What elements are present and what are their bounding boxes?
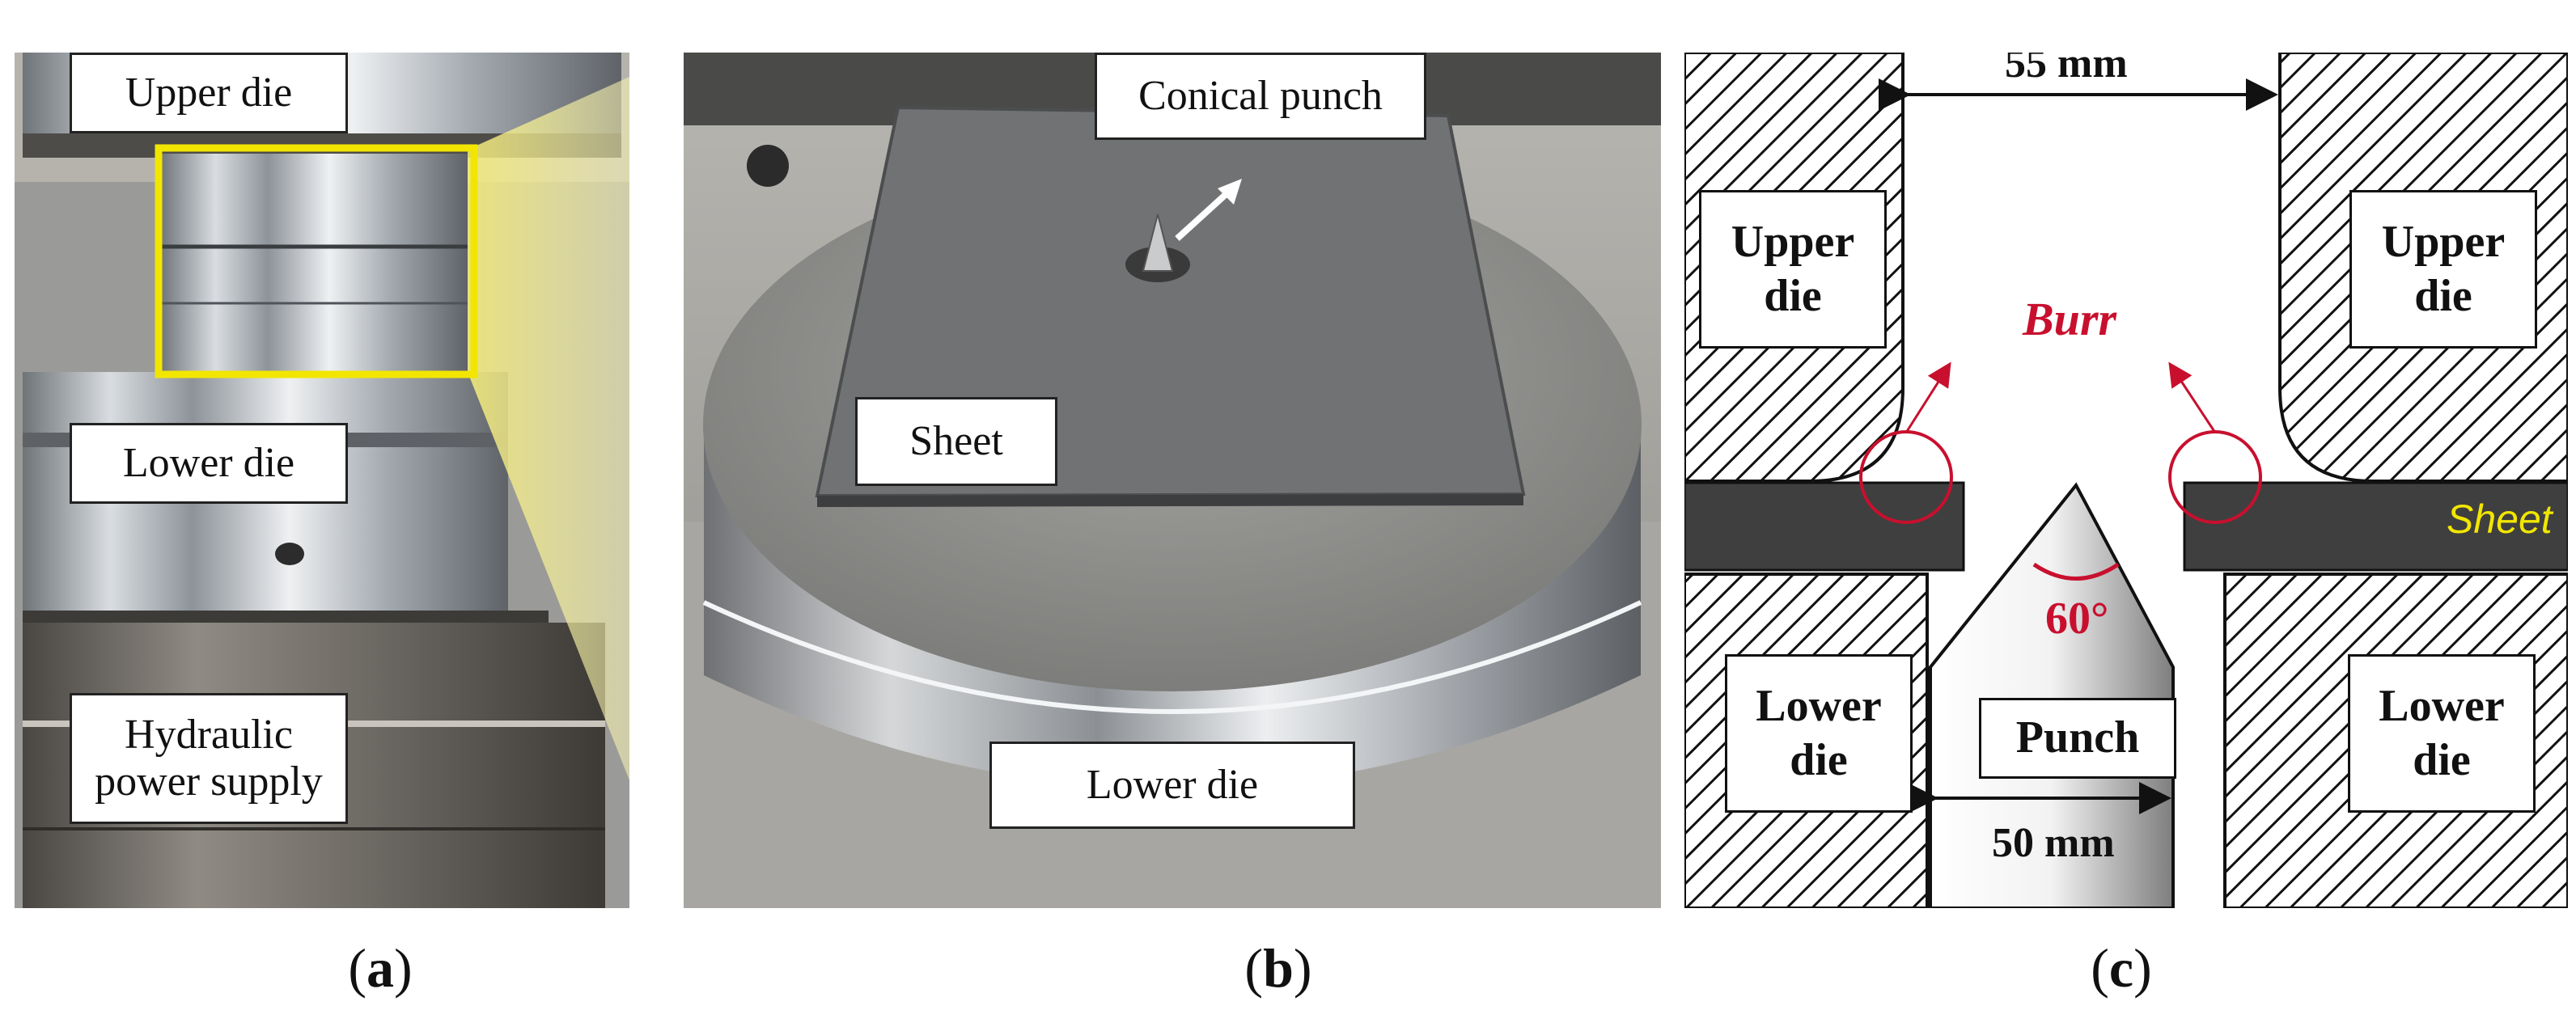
panel-c-schematic: 55 mm Upper die Upper die Burr Sheet 60°… <box>1684 53 2568 908</box>
label-upper-die: Upper die <box>70 53 348 133</box>
caption-b-letter: b <box>1263 937 1294 999</box>
label-lower-die: Lower die <box>989 742 1355 829</box>
label-angle-60: 60° <box>2045 594 2109 644</box>
burr-arrow-right <box>2168 361 2217 433</box>
caption-a-letter: a <box>366 937 394 999</box>
label-conical-punch: Conical punch <box>1095 53 1426 140</box>
panel-b-photo: Conical punch Sheet Lower die <box>684 53 1661 908</box>
highlight-box <box>155 144 478 378</box>
label-lower-die: Lower die <box>70 423 348 504</box>
label-conical-punch-text: Conical punch <box>1138 72 1383 119</box>
label-lower-die-left: Lower die <box>1725 654 1913 813</box>
sheet-right-shape <box>2183 481 2568 572</box>
label-hydraulic-power-supply: Hydraulic power supply <box>70 693 348 824</box>
label-upper-die-left-line-1: Upper <box>1731 216 1855 267</box>
label-sheet: Sheet <box>855 397 1057 486</box>
caption-a: (a) <box>348 937 413 999</box>
label-upper-die-right-line-2: die <box>2414 271 2472 321</box>
caption-c: (c) <box>2091 937 2152 999</box>
blanking-schematic <box>1684 53 2568 908</box>
label-lower-die-right-line-1: Lower <box>2379 680 2505 731</box>
label-sheet: Sheet <box>2447 497 2553 542</box>
label-sheet-text: Sheet <box>909 417 1003 464</box>
angle-arc <box>2032 562 2120 581</box>
label-upper-die-right-line-1: Upper <box>2381 216 2506 267</box>
label-lower-die-right: Lower die <box>2348 654 2536 813</box>
caption-c-letter: c <box>2108 937 2134 999</box>
label-hydraulic-line-1: Hydraulic <box>125 711 293 758</box>
label-hydraulic-line-2: power supply <box>95 759 323 805</box>
label-punch: Punch <box>1979 698 2176 779</box>
label-lower-die-text: Lower die <box>1086 761 1259 808</box>
caption-b: (b) <box>1244 937 1312 999</box>
label-lower-die-right-line-2: die <box>2413 735 2471 785</box>
label-55mm: 55 mm <box>2005 53 2128 87</box>
sheet-left-shape <box>1684 481 1965 572</box>
burr-arrow-left <box>1904 361 1951 433</box>
label-lower-die-text: Lower die <box>122 439 295 486</box>
label-upper-die-left: Upper die <box>1699 190 1887 349</box>
label-burr: Burr <box>2023 293 2117 345</box>
label-lower-die-left-line-1: Lower <box>1756 680 1882 731</box>
label-upper-die-left-line-2: die <box>1764 271 1822 321</box>
label-upper-die-right: Upper die <box>2349 190 2537 349</box>
label-punch-text: Punch <box>2015 712 2140 763</box>
label-50mm: 50 mm <box>1992 820 2115 866</box>
panel-a-photo: Upper die Lower die Hydraulic power supp… <box>15 53 629 908</box>
label-lower-die-left-line-2: die <box>1790 735 1848 785</box>
label-upper-die-text: Upper die <box>125 69 293 116</box>
